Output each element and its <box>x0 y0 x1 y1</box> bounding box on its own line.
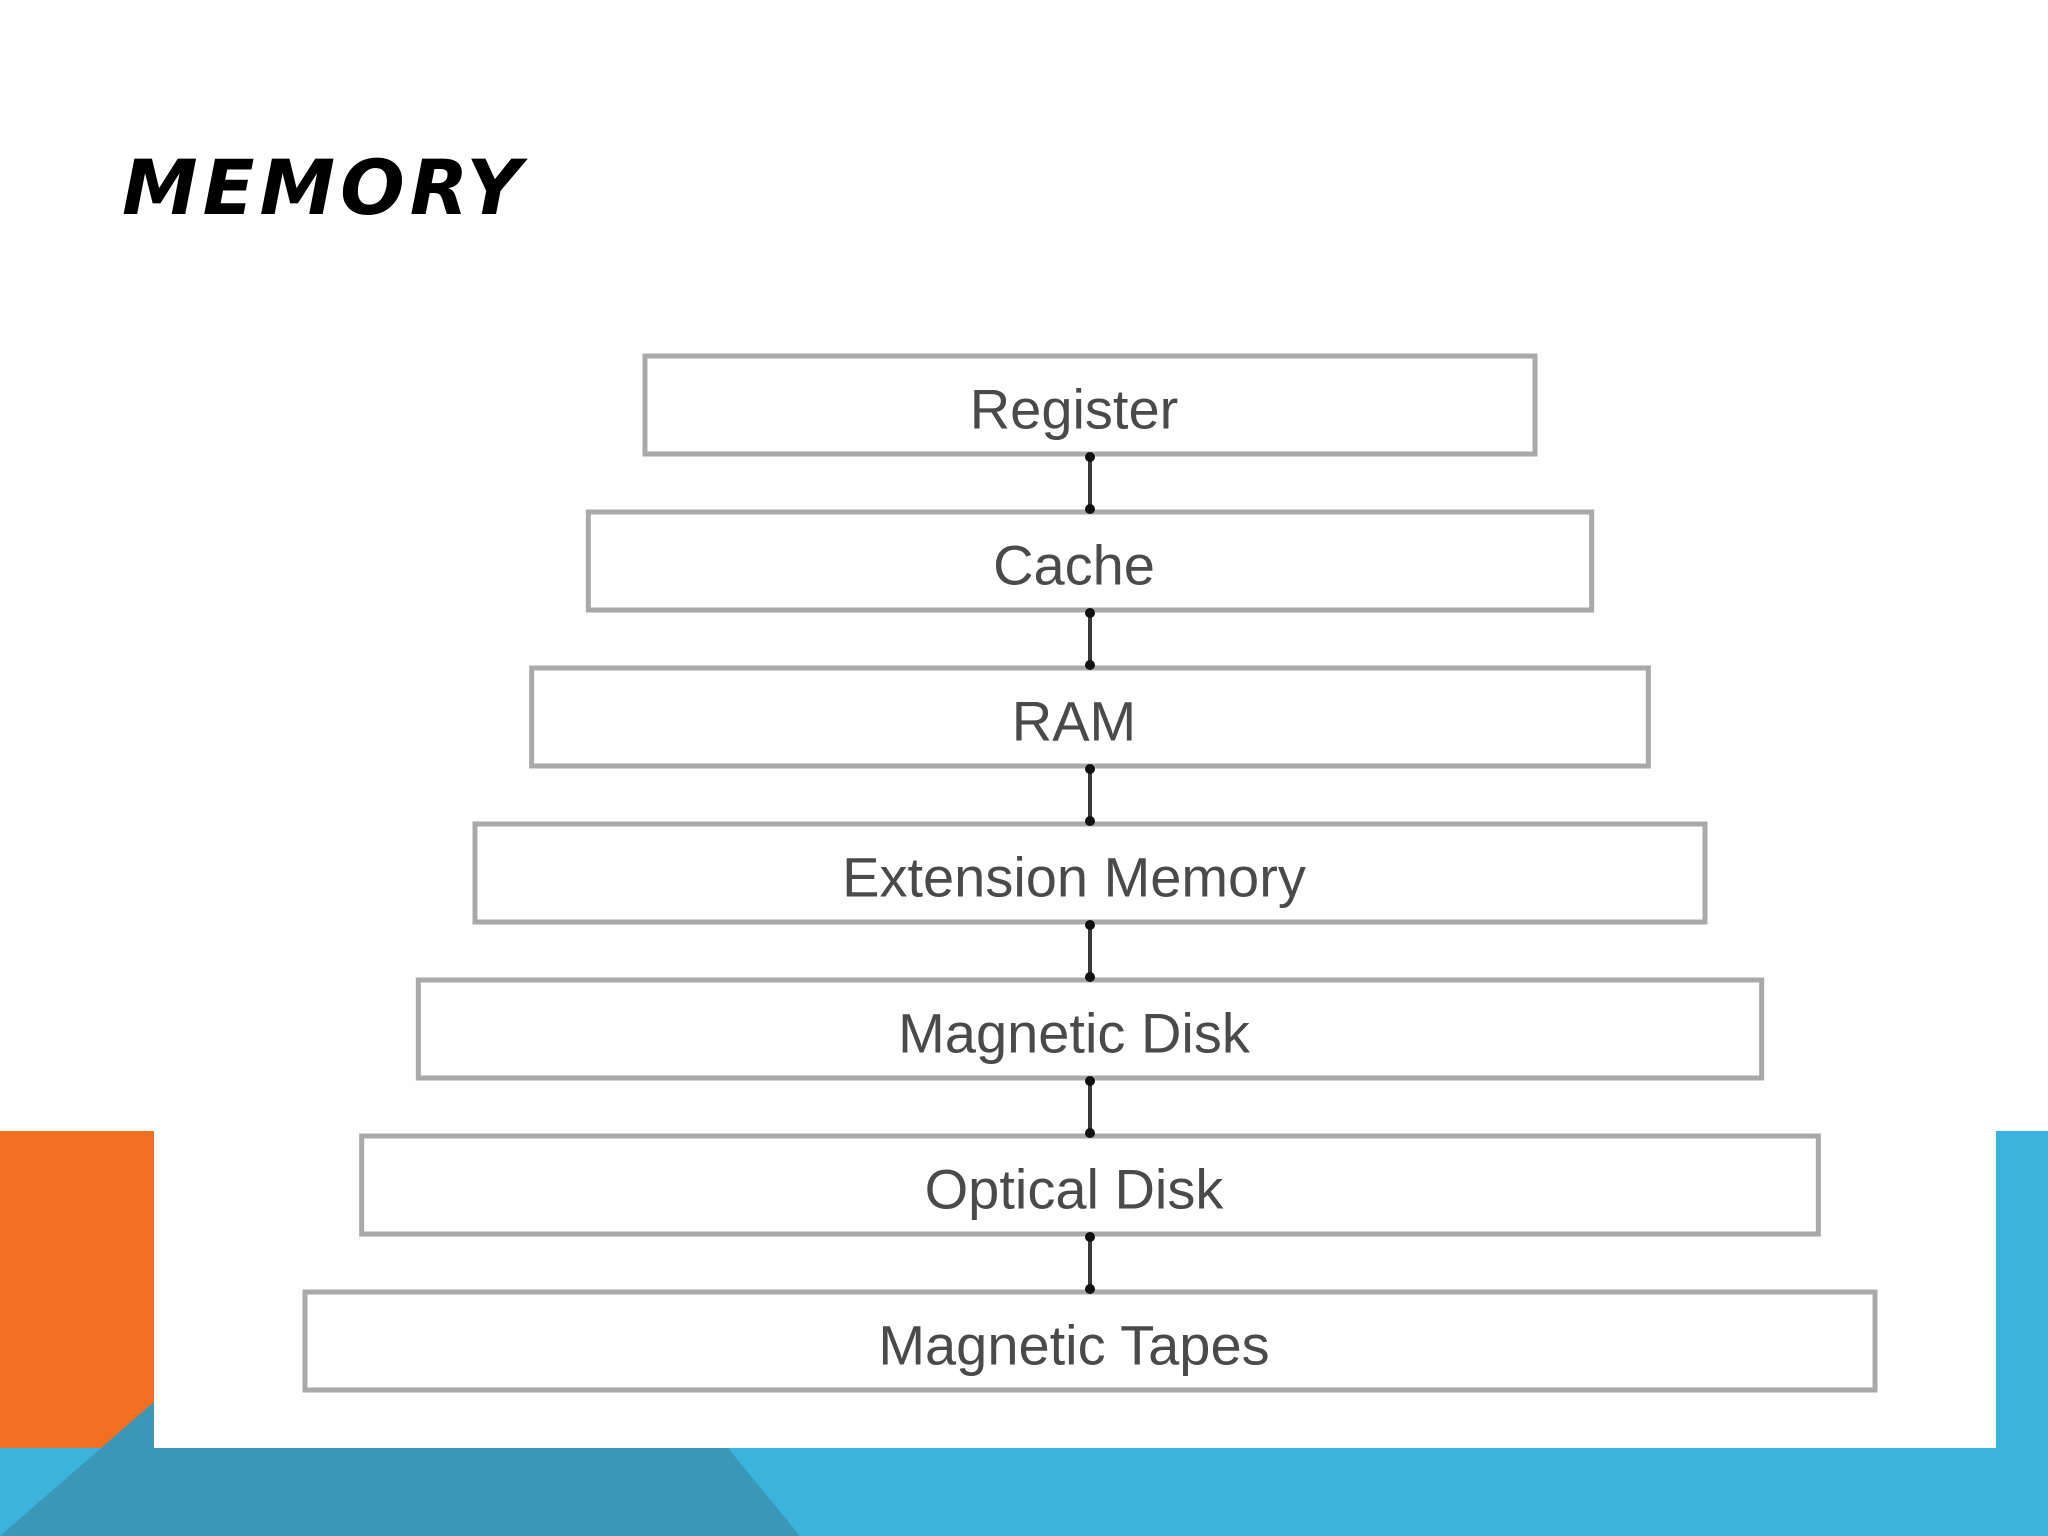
connector-dot-top <box>1085 920 1095 930</box>
connector-dot-top <box>1085 1076 1095 1086</box>
level-label: Magnetic Tapes <box>878 1314 1269 1377</box>
connector-dot-bottom <box>1085 660 1095 670</box>
connector-dot-top <box>1085 764 1095 774</box>
connector <box>1085 764 1095 826</box>
connector-dot-bottom <box>1085 1284 1095 1294</box>
level-label: Optical Disk <box>925 1158 1225 1221</box>
level-label: Cache <box>993 534 1155 597</box>
connector-dot-top <box>1085 452 1095 462</box>
connector-dot-bottom <box>1085 504 1095 514</box>
level-ram: RAM <box>529 665 1651 769</box>
level-box <box>359 1133 1821 1237</box>
level-label: RAM <box>1012 690 1136 753</box>
level-magnetic-disk: Magnetic Disk <box>415 977 1765 1081</box>
level-extension-memory: Extension Memory <box>472 821 1708 925</box>
connector <box>1085 1076 1095 1138</box>
slide-title: MEMORY <box>122 143 527 232</box>
teal-accent-shape <box>0 1402 800 1536</box>
connector-dot-bottom <box>1085 816 1095 826</box>
level-box <box>415 977 1765 1081</box>
connector <box>1085 920 1095 982</box>
level-magnetic-tapes: Magnetic Tapes <box>302 1289 1878 1393</box>
connector <box>1085 1232 1095 1294</box>
connector <box>1085 452 1095 514</box>
level-box <box>642 353 1538 457</box>
level-box <box>302 1289 1878 1393</box>
connector <box>1085 608 1095 670</box>
level-label: Register <box>970 378 1179 441</box>
level-label: Extension Memory <box>842 846 1306 909</box>
level-cache: Cache <box>585 509 1595 613</box>
level-label: Magnetic Disk <box>898 1002 1251 1065</box>
level-box <box>472 821 1708 925</box>
connector-dot-top <box>1085 608 1095 618</box>
connector-dot-bottom <box>1085 1128 1095 1138</box>
connector-dot-bottom <box>1085 972 1095 982</box>
level-register: Register <box>642 353 1538 457</box>
connector-dot-top <box>1085 1232 1095 1242</box>
level-optical-disk: Optical Disk <box>359 1133 1821 1237</box>
